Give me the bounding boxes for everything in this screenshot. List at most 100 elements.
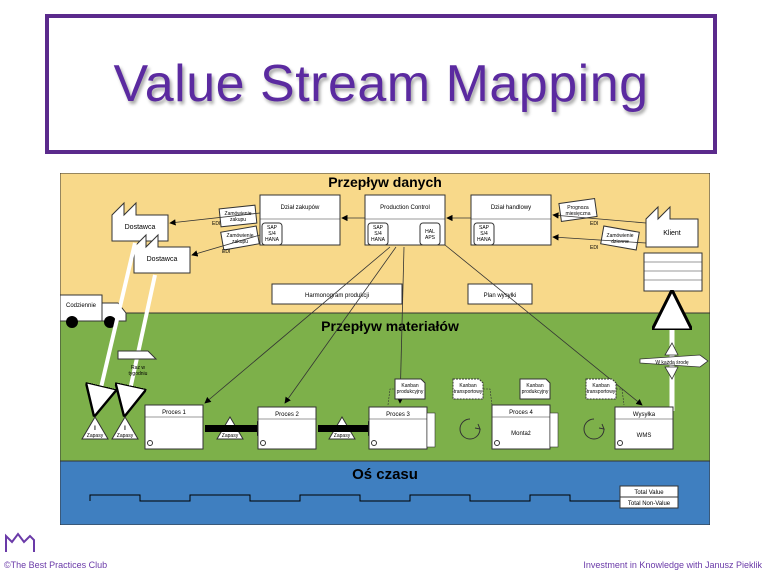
- customer-data-box: [643, 252, 703, 292]
- sales-dept: Dział handlowy SAP S/4 HANA: [470, 194, 552, 246]
- shipping-sub: WMS: [637, 433, 652, 439]
- production-sap-db: SAP S/4 HANA: [367, 222, 389, 246]
- sap-line-3: HANA: [265, 237, 280, 243]
- footer-credit: Investment in Knowledge with Janusz Piek…: [583, 560, 762, 570]
- sap-line-2: S/4: [480, 231, 488, 237]
- timeline-ladder: [89, 494, 620, 502]
- raz-line-2: tygodniu: [129, 371, 148, 377]
- total-non-value-label: Total Non-Value: [628, 501, 671, 507]
- kanban-prod-1-line-1: Kanban: [401, 383, 418, 389]
- shipping-box: Wysyłka WMS: [614, 406, 674, 450]
- kanban-transport-1: Kanban transportowy: [452, 378, 484, 400]
- sap-line-2: S/4: [268, 231, 276, 237]
- shipping-plan-label: Plan wysyłki: [484, 293, 517, 299]
- edi-label-1: EDI: [212, 221, 220, 227]
- edi-label-3: EDI: [590, 221, 598, 227]
- purchasing-sap-db: SAP S/4 HANA: [261, 222, 283, 246]
- sap-line-1: SAP: [479, 225, 490, 231]
- kanban-prod-2-line-1: Kanban: [526, 383, 543, 389]
- shipping-label: Wysyłka: [633, 412, 656, 418]
- schedule-box: [271, 283, 403, 305]
- inventory-label: Zapasy: [334, 433, 351, 439]
- purchasing-dept: Dział zakupów SAP S/4 HANA: [259, 194, 341, 246]
- kanban-production-2: Kanban produkcyjny: [519, 378, 551, 400]
- process-4-label: Proces 4: [509, 410, 533, 416]
- purchasing-label: Dział zakupów: [281, 205, 320, 211]
- kanban-trans-2-line-2: transportowy: [587, 389, 616, 395]
- daily-label: Codziennie: [66, 303, 97, 309]
- forecast-line-1: Prognoza: [567, 205, 589, 211]
- club-logo-icon: [5, 532, 35, 552]
- inventory-triangle-1: I Zapasy: [81, 416, 109, 440]
- production-control-label: Production Control: [380, 205, 430, 211]
- forecast-note: Prognoza miesięczna: [558, 198, 598, 222]
- supplier-factory-2: Dostawca: [133, 233, 191, 274]
- forecast-line-2: miesięczna: [565, 211, 590, 217]
- inventory-label: Zapasy: [222, 433, 239, 439]
- airplane-icon: W każdą środę: [639, 342, 709, 380]
- process-3-label: Proces 3: [386, 412, 410, 418]
- edi-label-4: EDI: [590, 245, 598, 251]
- timeline-title: Oś czasu: [352, 466, 418, 483]
- order2-line-1: Zamówienie: [227, 233, 254, 239]
- kanban-trans-1-line-2: transportowy: [454, 389, 483, 395]
- inventory-triangle-2: I Zapasy: [111, 416, 139, 440]
- process-4-sub: Montaż: [511, 431, 531, 437]
- supplier-factory-1: Dostawca: [111, 201, 169, 242]
- daily-order-line-1: Zamówienie: [607, 233, 634, 239]
- sap-line-2: S/4: [374, 231, 382, 237]
- title-frame: Value Stream Mapping: [45, 14, 717, 154]
- timeline-band: [60, 460, 710, 525]
- page-title: Value Stream Mapping: [113, 55, 649, 113]
- hal-aps-db: HAL APS: [419, 222, 441, 246]
- weekly-delivery-note: Raz w tygodniu: [117, 350, 158, 377]
- daily-order-note: Zamówienie dzienne: [600, 225, 640, 251]
- total-non-value-box: [619, 496, 679, 509]
- sap-line-3: HANA: [371, 237, 386, 243]
- every-wednesday-label: W każdą środę: [655, 360, 689, 366]
- kanban-production-1: Kanban produkcyjny: [394, 378, 426, 400]
- info-flow-title: Przepływ danych: [328, 174, 442, 190]
- kanban-prod-1-line-2: produkcyjny: [397, 389, 424, 395]
- process-1-box: Proces 1: [144, 404, 204, 450]
- kanban-transport-2: Kanban transportowy: [585, 378, 617, 400]
- hal-line-2: APS: [425, 235, 436, 241]
- customer-label: Klient: [663, 230, 681, 237]
- process-1-label: Proces 1: [162, 410, 186, 416]
- pull-circle-1: [459, 418, 481, 440]
- daily-order-line-2: dzienne: [611, 239, 629, 245]
- material-flow-title: Przepływ materiałów: [321, 318, 459, 334]
- shipping-plan-box: [467, 283, 533, 305]
- process-4-box: Proces 4 Montaż: [491, 404, 559, 450]
- order2-line-2: zakupu: [232, 239, 248, 245]
- sales-sap-db: SAP S/4 HANA: [473, 222, 495, 246]
- schedule-label: Harmonogram produkcji: [305, 293, 369, 299]
- sales-label: Dział handlowy: [491, 205, 531, 211]
- customer-factory: Klient: [645, 205, 699, 248]
- kanban-prod-2-line-2: produkcyjny: [522, 389, 549, 395]
- raz-line-1: Raz w: [131, 365, 145, 371]
- kanban-trans-1-line-1: Kanban: [459, 383, 476, 389]
- order1-line-1: Zamówienie: [225, 211, 252, 217]
- process-2-label: Proces 2: [275, 412, 299, 418]
- footer-copyright: ©The Best Practices Club: [4, 560, 108, 570]
- supplier-2-label: Dostawca: [147, 256, 178, 263]
- inventory-symbol: I: [94, 426, 96, 432]
- vsm-diagram: Przepływ danych Przepływ materiałów Oś c…: [60, 173, 710, 525]
- kanban-trans-2-line-1: Kanban: [592, 383, 609, 389]
- process-2-box: Proces 2: [257, 406, 317, 450]
- production-control: Production Control SAP S/4 HANA HAL APS: [364, 194, 446, 246]
- sap-line-1: SAP: [373, 225, 384, 231]
- inventory-label: Zapasy: [117, 433, 134, 439]
- pull-circle-2: [583, 418, 605, 440]
- edi-label-2: EDI: [222, 249, 230, 255]
- sap-line-1: SAP: [267, 225, 278, 231]
- truck-icon: Codziennie: [60, 294, 127, 328]
- sap-line-3: HANA: [477, 237, 492, 243]
- order1-line-2: zakupu: [230, 217, 246, 223]
- hal-line-1: HAL: [425, 229, 435, 235]
- total-value-label: Total Value: [634, 490, 664, 496]
- purchase-order-note-1: Zamówienie zakupu: [218, 204, 258, 228]
- inventory-symbol: I: [124, 426, 126, 432]
- supplier-1-label: Dostawca: [125, 224, 156, 231]
